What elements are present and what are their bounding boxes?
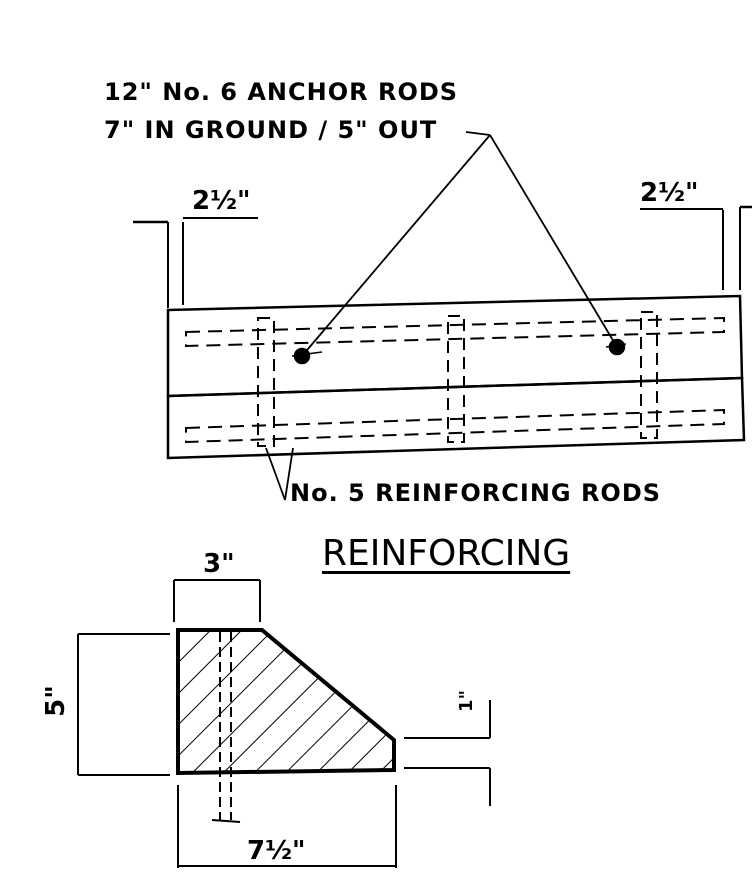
reinforcing-rods-label: No. 5 REINFORCING RODS: [290, 479, 662, 507]
leader-anchor-right: [489, 134, 618, 348]
section-view: [77, 579, 491, 868]
leader-reinf-1: [265, 447, 286, 501]
plan-view: [133, 131, 752, 501]
anchor-rods-label-line1: 12" No. 6 ANCHOR RODS: [104, 78, 459, 106]
dimension-left-label: 2½": [192, 186, 251, 216]
dimension-right-label: 2½": [640, 178, 699, 208]
curb-section: [176, 628, 396, 776]
leader-anchor-left: [301, 134, 491, 357]
section-height-label: 5": [40, 685, 71, 717]
leader-reinf-2: [284, 447, 294, 501]
anchor-rods-label-line2: 7" IN GROUND / 5" OUT: [104, 116, 438, 144]
lower-slab: [166, 376, 746, 460]
section-bottom-width-label: 7½": [247, 836, 306, 866]
longitudinal-rods: [185, 316, 725, 444]
leader-anchor-tick: [465, 131, 491, 136]
transverse-rods: [257, 311, 658, 447]
section-top-width-label: 3": [203, 549, 235, 579]
section-small-dim-label: 1": [455, 690, 477, 712]
diagram-title: REINFORCING: [322, 533, 571, 574]
